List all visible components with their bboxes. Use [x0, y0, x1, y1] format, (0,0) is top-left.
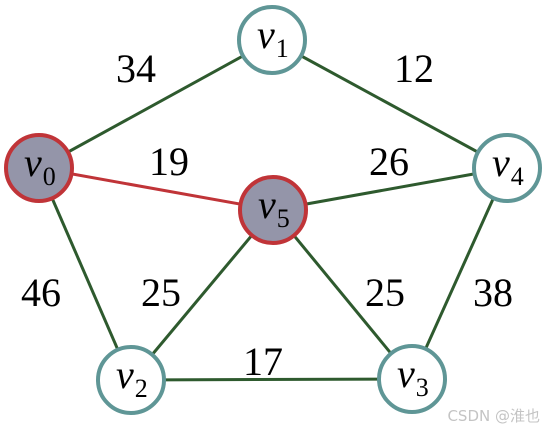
edge-v1-v4: [271, 38, 508, 170]
node-circle-v5: [238, 175, 308, 245]
edge-weight-v4-v3: 38: [473, 270, 513, 315]
node-name: v: [397, 351, 415, 396]
node-circle-v1: [237, 5, 307, 75]
node-circle-v0: [4, 133, 74, 203]
edge-v0-v1: [38, 38, 273, 170]
node-v1: v1: [237, 5, 307, 75]
node-v0: v0: [4, 133, 74, 203]
node-name: v: [257, 12, 275, 57]
node-name: v: [258, 182, 276, 227]
node-v3: v3: [377, 344, 447, 414]
edge-weight-v0-v2: 46: [21, 270, 61, 315]
edge-weight-v2-v5: 25: [141, 270, 181, 315]
node-name: v: [24, 140, 42, 185]
edge-weights-layer: 34 12 19 26 46 25 25 38 17: [21, 46, 513, 384]
edge-weight-v0-v5: 19: [149, 139, 189, 184]
node-v2: v2: [96, 345, 166, 415]
node-v4: v4: [472, 133, 542, 203]
edges-layer: [37, 38, 509, 382]
node-subscript: 2: [135, 374, 148, 403]
edge-weight-v1-v4: 12: [394, 46, 434, 91]
node-label-v1: v1: [257, 12, 289, 63]
node-circle-v2: [96, 345, 166, 415]
edge-v2-v5: [129, 209, 275, 381]
edge-weight-v0-v1: 34: [116, 46, 156, 91]
edge-weight-v5-v3: 25: [365, 270, 405, 315]
edge-weight-v2-v3: 17: [243, 339, 283, 384]
edge-v4-v3: [410, 167, 509, 380]
node-v5: v5: [238, 175, 308, 245]
node-name: v: [492, 140, 510, 185]
edge-v5-v3: [271, 209, 414, 380]
edge-v2-v3: [130, 377, 413, 382]
node-subscript: 4: [511, 162, 524, 191]
node-circle-v3: [377, 344, 447, 414]
node-subscript: 0: [43, 162, 56, 191]
node-label-v5: v5: [258, 182, 290, 233]
watermark: CSDN @淮也: [447, 407, 540, 425]
node-subscript: 3: [416, 373, 429, 402]
node-circle-v4: [472, 133, 542, 203]
node-subscript: 1: [276, 34, 289, 63]
edge-weight-v5-v4: 26: [369, 139, 409, 184]
node-label-v4: v4: [492, 140, 524, 191]
node-subscript: 5: [277, 204, 290, 233]
node-label-v3: v3: [397, 351, 429, 402]
edge-v0-v5: [38, 166, 274, 212]
edge-v0-v2: [37, 167, 133, 381]
edge-v5-v4: [272, 166, 508, 212]
node-label-v0: v0: [24, 140, 56, 191]
node-name: v: [116, 352, 134, 397]
node-label-v2: v2: [116, 352, 148, 403]
